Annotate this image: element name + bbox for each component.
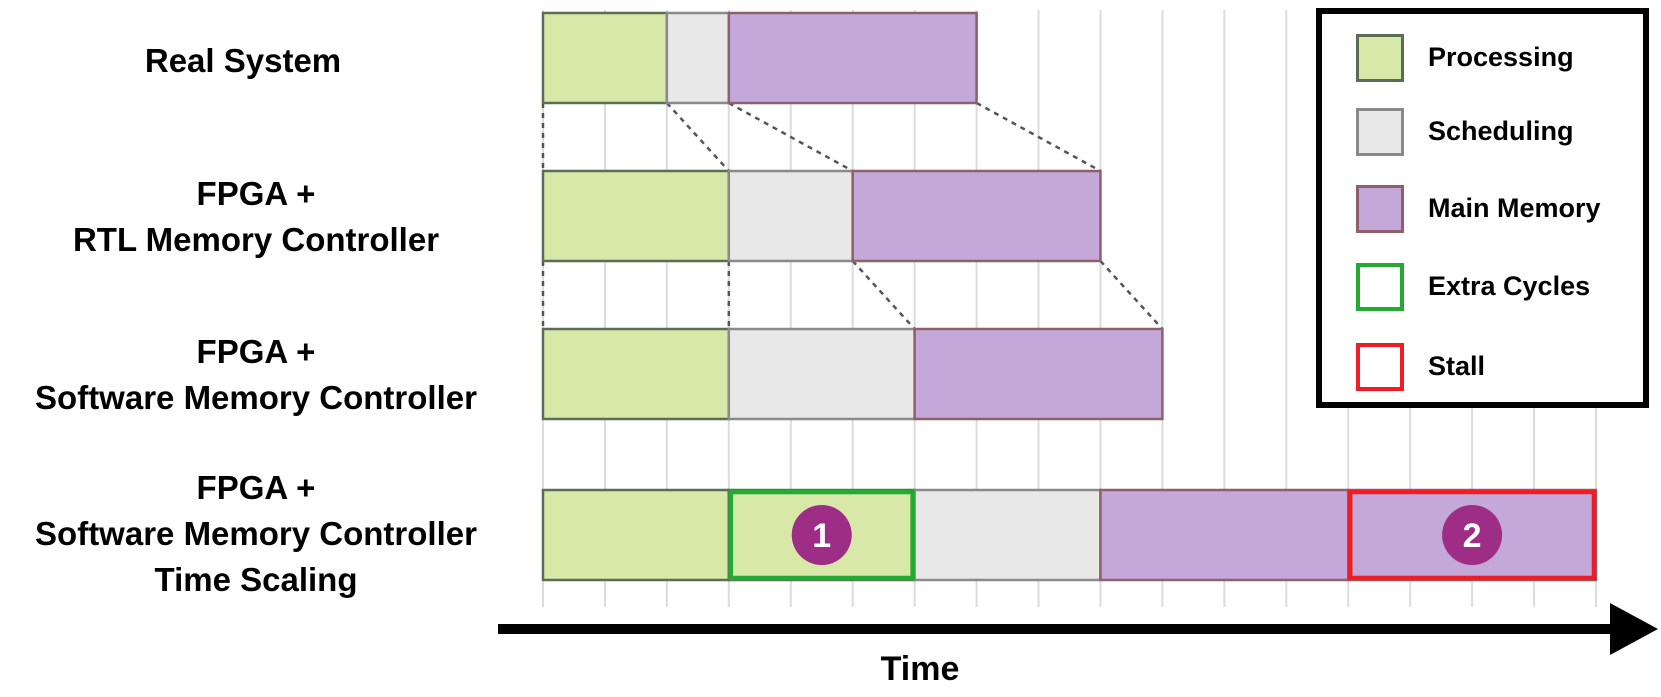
main-memory-swatch [1356, 185, 1404, 233]
scheduling-segment [727, 169, 854, 263]
extra-cycles-swatch [1356, 263, 1404, 311]
main-memory-segment [1099, 488, 1350, 582]
processing-segment [541, 488, 731, 582]
row-label-line: FPGA + [196, 469, 316, 506]
marker-number: 2 [1463, 517, 1482, 555]
processing-swatch [1356, 34, 1404, 82]
stall-outline [1347, 489, 1597, 581]
dashed-connector [665, 102, 730, 172]
dashed-connector [1099, 260, 1164, 330]
legend: Processing Scheduling Main Memory Extra … [1316, 8, 1649, 408]
row-label-time-scaling: FPGA + Software Memory Controller Time S… [0, 465, 516, 603]
row-label-software-controller: FPGA + Software Memory Controller [0, 329, 516, 421]
time-axis-label: Time [880, 650, 960, 688]
row-label-line: FPGA + [196, 175, 316, 212]
main-memory-segment [913, 327, 1164, 421]
legend-label: Stall [1428, 351, 1486, 381]
row-label-rtl-controller: FPGA + RTL Memory Controller [0, 171, 516, 263]
row-label-line: Software Memory Controller [35, 515, 477, 552]
stall-swatch [1356, 343, 1404, 391]
scheduling-swatch [1356, 108, 1404, 156]
scheduling-segment [727, 327, 916, 421]
processing-segment [541, 169, 731, 263]
legend-label: Extra Cycles [1428, 271, 1591, 301]
marker-badge [791, 505, 852, 565]
processing-segment [541, 327, 731, 421]
dashed-connector [975, 101, 1102, 173]
scheduling-segment [665, 11, 731, 105]
arrowhead-icon [1610, 603, 1658, 655]
dashed-connector [728, 101, 854, 173]
extra-cycles-outline [728, 489, 915, 581]
main-memory-segment [727, 11, 978, 105]
legend-label: Scheduling [1428, 116, 1574, 146]
main-memory-segment [851, 169, 1102, 263]
row-label-line: Real System [144, 42, 342, 79]
legend-label: Processing [1428, 42, 1574, 72]
row-label-line: FPGA + [196, 333, 316, 370]
marker-number: 1 [812, 517, 831, 555]
row-label-real-system: Real System [0, 38, 503, 84]
row-label-line: Time Scaling [154, 561, 358, 598]
row-label-line: Software Memory Controller [35, 379, 477, 416]
scheduling-segment [913, 488, 1102, 582]
processing-segment [541, 11, 669, 105]
row-label-line: RTL Memory Controller [72, 221, 440, 258]
marker-badge [1442, 505, 1503, 565]
legend-label: Main Memory [1428, 193, 1601, 223]
dashed-connector [851, 260, 916, 330]
